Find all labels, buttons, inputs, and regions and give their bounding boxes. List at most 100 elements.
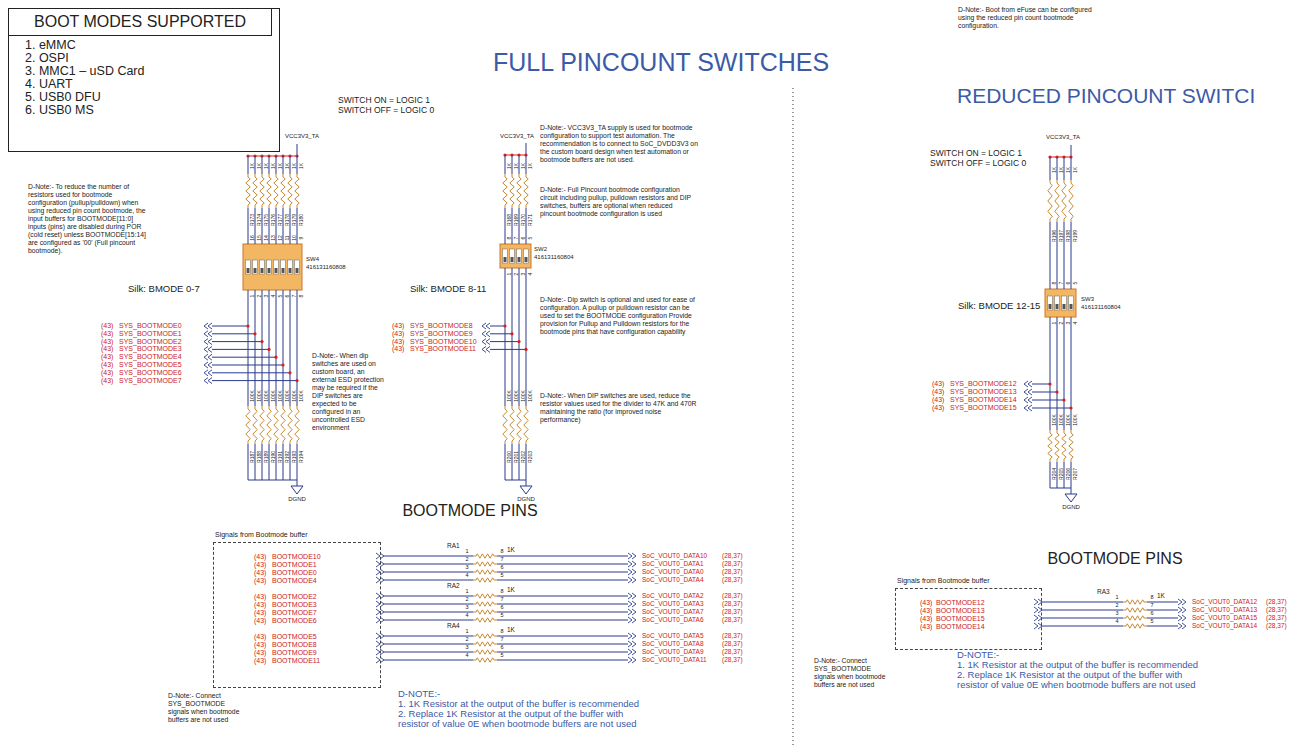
resistor-symbol <box>281 406 285 444</box>
design-note: D-Note:- To reduce the number of resisto… <box>28 183 153 255</box>
resistor-ref: R189 <box>263 451 268 463</box>
wire <box>505 208 506 244</box>
sheet-ref: (43) <box>101 322 113 330</box>
port-symbol <box>482 323 490 329</box>
wire <box>1147 626 1178 627</box>
resistor-ref: R187 <box>249 451 254 463</box>
wire <box>276 290 277 406</box>
resistor-symbol <box>473 650 497 654</box>
wire <box>497 556 628 557</box>
resistor-ref: R203 <box>527 451 532 463</box>
part-number: 416131160808 <box>306 264 346 271</box>
sheet-ref: (43) <box>932 404 944 412</box>
signal-name: SoC_VOUT0_DATA1 <box>642 560 704 568</box>
port-symbol <box>482 331 490 337</box>
wire <box>248 208 249 244</box>
signal-name: SoC_VOUT0_DATA12 <box>1192 598 1257 606</box>
wire <box>526 480 527 486</box>
wire <box>297 156 298 174</box>
pin-number: 4 <box>465 653 468 659</box>
port-symbol <box>1034 599 1042 605</box>
note-item: 1. 1K Resistor at the output of the buff… <box>398 699 643 709</box>
resistor-symbol <box>281 174 285 208</box>
signal-name: SoC_VOUT0_DATA13 <box>1192 606 1257 614</box>
switch-toggle <box>503 249 508 263</box>
wire <box>1032 384 1050 385</box>
wire <box>1071 462 1072 488</box>
switch-lever <box>1056 304 1059 309</box>
wire <box>505 155 506 174</box>
wire <box>212 333 255 334</box>
sheet-ref: (28,37) <box>722 648 743 656</box>
resistor-symbol <box>267 174 271 208</box>
wire <box>283 444 284 480</box>
resistor-symbol <box>503 174 507 208</box>
resistor-value: 100K <box>284 390 289 402</box>
sheet-ref: (43) <box>932 388 944 396</box>
junction-dot <box>295 379 298 382</box>
switch-lever <box>511 257 514 262</box>
resistor-value: 100K <box>270 390 275 402</box>
sheet-ref: (43) <box>254 633 266 641</box>
pin-number: 1 <box>465 589 468 595</box>
resistor-value: 100K <box>506 390 511 402</box>
wire <box>255 290 256 406</box>
pin-number: 12 <box>277 235 282 241</box>
resistor-value: 100K <box>1058 414 1063 426</box>
pin-number: 16 <box>249 235 254 241</box>
sheet-ref: (43) <box>101 377 113 385</box>
sheet-ref: (43) <box>920 623 932 631</box>
wire <box>212 357 276 358</box>
resistor-symbol <box>473 570 497 574</box>
resistor-value: 1K <box>1065 167 1070 173</box>
resistor-value: 1K <box>1051 167 1056 173</box>
pin-number: 8 <box>500 549 503 555</box>
resistor-symbol <box>510 174 514 208</box>
sheet-ref: (28,37) <box>722 552 743 560</box>
signal-name: SoC_VOUT0_DATA0 <box>642 568 704 576</box>
signal-name: BOOTMODE13 <box>936 607 985 615</box>
resistor-ref: R207 <box>1072 468 1077 480</box>
port-symbol <box>376 577 384 583</box>
wire <box>497 660 628 661</box>
pin-number: 1 <box>249 295 254 298</box>
pin-number: 10 <box>291 235 296 241</box>
signal-name: BOOTMODE11 <box>272 657 320 665</box>
port-symbol <box>1024 381 1032 387</box>
supply-wire <box>1071 145 1072 157</box>
wire <box>505 268 506 406</box>
port-symbol <box>376 601 384 607</box>
part-ref: SW3 <box>1081 296 1094 303</box>
resistor-ref: R190 <box>270 451 275 463</box>
wire <box>512 208 513 244</box>
signal-name: SoC_VOUT0_DATA4 <box>642 576 704 584</box>
resistor-value: 1K <box>507 546 515 553</box>
resistor-ref: R206 <box>1065 468 1070 480</box>
port-symbol <box>204 339 212 345</box>
wire <box>497 612 628 613</box>
pin-number: 5 <box>1072 282 1077 285</box>
wire <box>1057 317 1058 430</box>
wire <box>255 156 256 174</box>
port-symbol <box>628 561 636 567</box>
switch-toggle <box>1069 296 1074 310</box>
switch-toggle <box>253 260 258 274</box>
wire <box>384 620 473 621</box>
wire <box>276 156 277 174</box>
signal-name: BOOTMODE6 <box>272 617 317 625</box>
signal-name: SoC_VOUT0_DATA14 <box>1192 622 1257 630</box>
wire <box>384 580 473 581</box>
pin-number: 1 <box>1115 595 1118 601</box>
part-ref: RA1 <box>447 542 460 549</box>
ground-symbol <box>520 486 532 494</box>
resistor-value: 100K <box>256 390 261 402</box>
wire <box>512 155 513 174</box>
pin-number: 3 <box>465 645 468 651</box>
wire <box>526 208 527 244</box>
signal-name: BOOTMODE8 <box>272 641 317 649</box>
resistor-value: 100K <box>263 390 268 402</box>
switch-lever <box>247 268 250 273</box>
sheet-ref: (28,37) <box>722 600 743 608</box>
resistor-symbol <box>1048 430 1052 462</box>
junction-dot <box>510 332 513 335</box>
